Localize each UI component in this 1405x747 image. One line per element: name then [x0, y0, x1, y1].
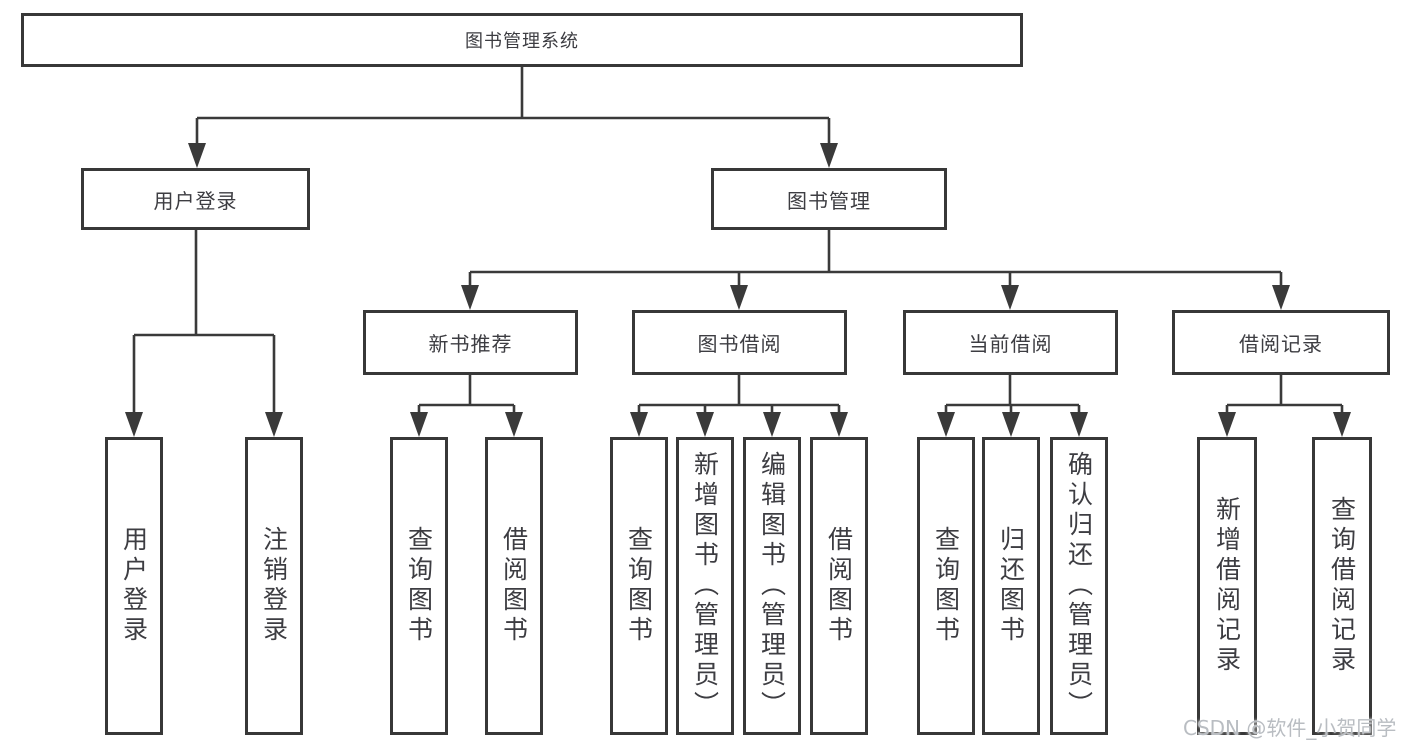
node-current-borrowing: 当前借阅 — [903, 310, 1118, 375]
node-leaf-query-books-borrow: 查询图书 — [610, 437, 668, 735]
node-leaf-add-borrow-record: 新增借阅记录 — [1197, 437, 1257, 735]
branch-book-management — [461, 230, 1290, 310]
node-leaf-add-books-admin: 新增图书（管理员） — [676, 437, 734, 735]
branch-borrowing-records — [1218, 375, 1351, 437]
node-leaf-query-borrow-record: 查询借阅记录 — [1312, 437, 1372, 735]
node-leaf-return-books: 归还图书 — [982, 437, 1040, 735]
node-leaf-logout: 注销登录 — [245, 437, 303, 735]
node-new-book-recommendation: 新书推荐 — [363, 310, 578, 375]
csdn-watermark: CSDN @软件_小贺同学 — [1183, 716, 1397, 740]
node-user-login: 用户登录 — [81, 168, 310, 230]
node-leaf-user-login: 用户登录 — [105, 437, 163, 735]
node-leaf-query-books-current: 查询图书 — [917, 437, 975, 735]
node-book-management: 图书管理 — [711, 168, 947, 230]
node-leaf-borrow-books: 借阅图书 — [810, 437, 868, 735]
branch-root — [188, 67, 838, 168]
node-leaf-edit-books-admin: 编辑图书（管理员） — [743, 437, 801, 735]
node-leaf-confirm-return-admin: 确认归还（管理员） — [1050, 437, 1108, 735]
node-leaf-query-books-recommend: 查询图书 — [390, 437, 448, 735]
branch-book-borrowing — [630, 375, 848, 437]
branch-current-borrowing — [937, 375, 1088, 437]
node-leaf-borrow-books-recommend: 借阅图书 — [485, 437, 543, 735]
branch-user-login — [125, 230, 283, 437]
branch-new-book-recommendation — [410, 375, 523, 437]
node-library-system: 图书管理系统 — [21, 13, 1023, 67]
node-borrowing-records: 借阅记录 — [1172, 310, 1390, 375]
node-book-borrowing: 图书借阅 — [632, 310, 847, 375]
